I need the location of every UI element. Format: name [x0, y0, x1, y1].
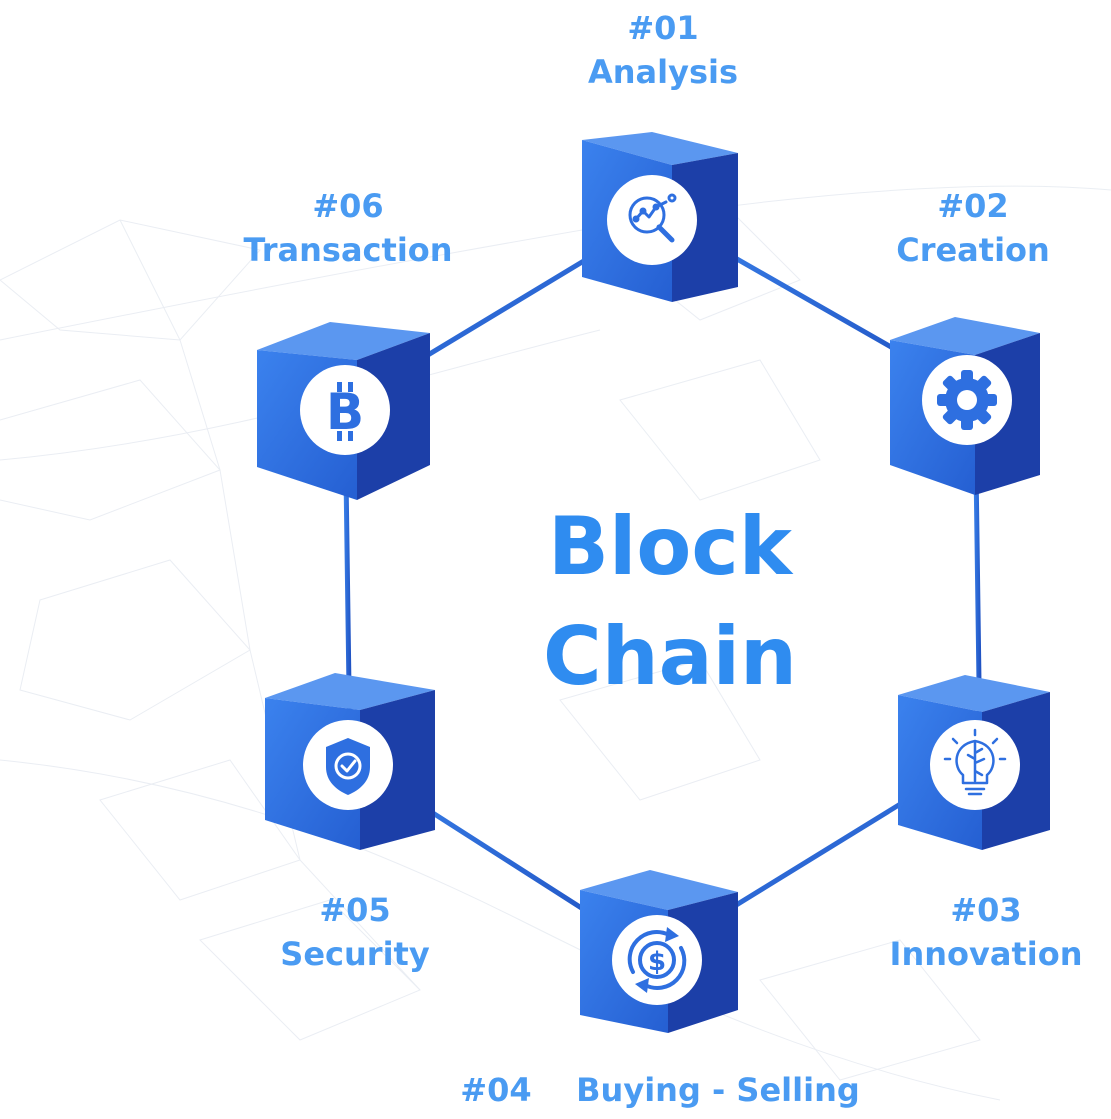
- cube-02: [890, 317, 1040, 495]
- step-05-title: Security: [280, 935, 430, 973]
- step-02-label: #02 Creation: [873, 184, 1073, 272]
- cube-04: [580, 870, 738, 1033]
- step-02-title: Creation: [896, 231, 1050, 269]
- gear-icon: [937, 370, 997, 430]
- step-01-number: #01: [627, 9, 699, 47]
- step-03-label: #03 Innovation: [866, 888, 1106, 976]
- center-title: Block Chain: [470, 492, 870, 712]
- step-02-number: #02: [937, 187, 1009, 225]
- step-04-number: #04: [460, 1071, 532, 1109]
- bitcoin-icon: B: [326, 382, 364, 441]
- center-title-line2: Chain: [542, 610, 798, 703]
- step-03-number: #03: [950, 891, 1022, 929]
- dollar-exchange-icon: $: [627, 927, 687, 993]
- step-01-title: Analysis: [587, 53, 739, 91]
- step-05-number: #05: [319, 891, 391, 929]
- step-01-label: #01 Analysis: [563, 6, 763, 94]
- step-05-label: #05 Security: [255, 888, 455, 976]
- cube-01: [582, 132, 738, 302]
- step-06-label: #06 Transaction: [218, 184, 478, 272]
- svg-text:$: $: [648, 947, 666, 977]
- step-06-title: Transaction: [243, 231, 453, 269]
- step-04-label: #04 Buying - Selling: [430, 1068, 890, 1112]
- svg-text:B: B: [326, 383, 364, 441]
- cube-03: [898, 675, 1050, 850]
- cube-06: [257, 322, 430, 500]
- lightbulb-brain-icon: [943, 728, 1007, 796]
- center-title-line1: Block: [548, 500, 792, 593]
- step-04-title: Buying - Selling: [576, 1071, 860, 1109]
- shield-check-icon: [326, 738, 370, 795]
- analysis-magnifier-icon: [628, 193, 677, 243]
- step-03-title: Innovation: [889, 935, 1083, 973]
- step-06-number: #06: [312, 187, 384, 225]
